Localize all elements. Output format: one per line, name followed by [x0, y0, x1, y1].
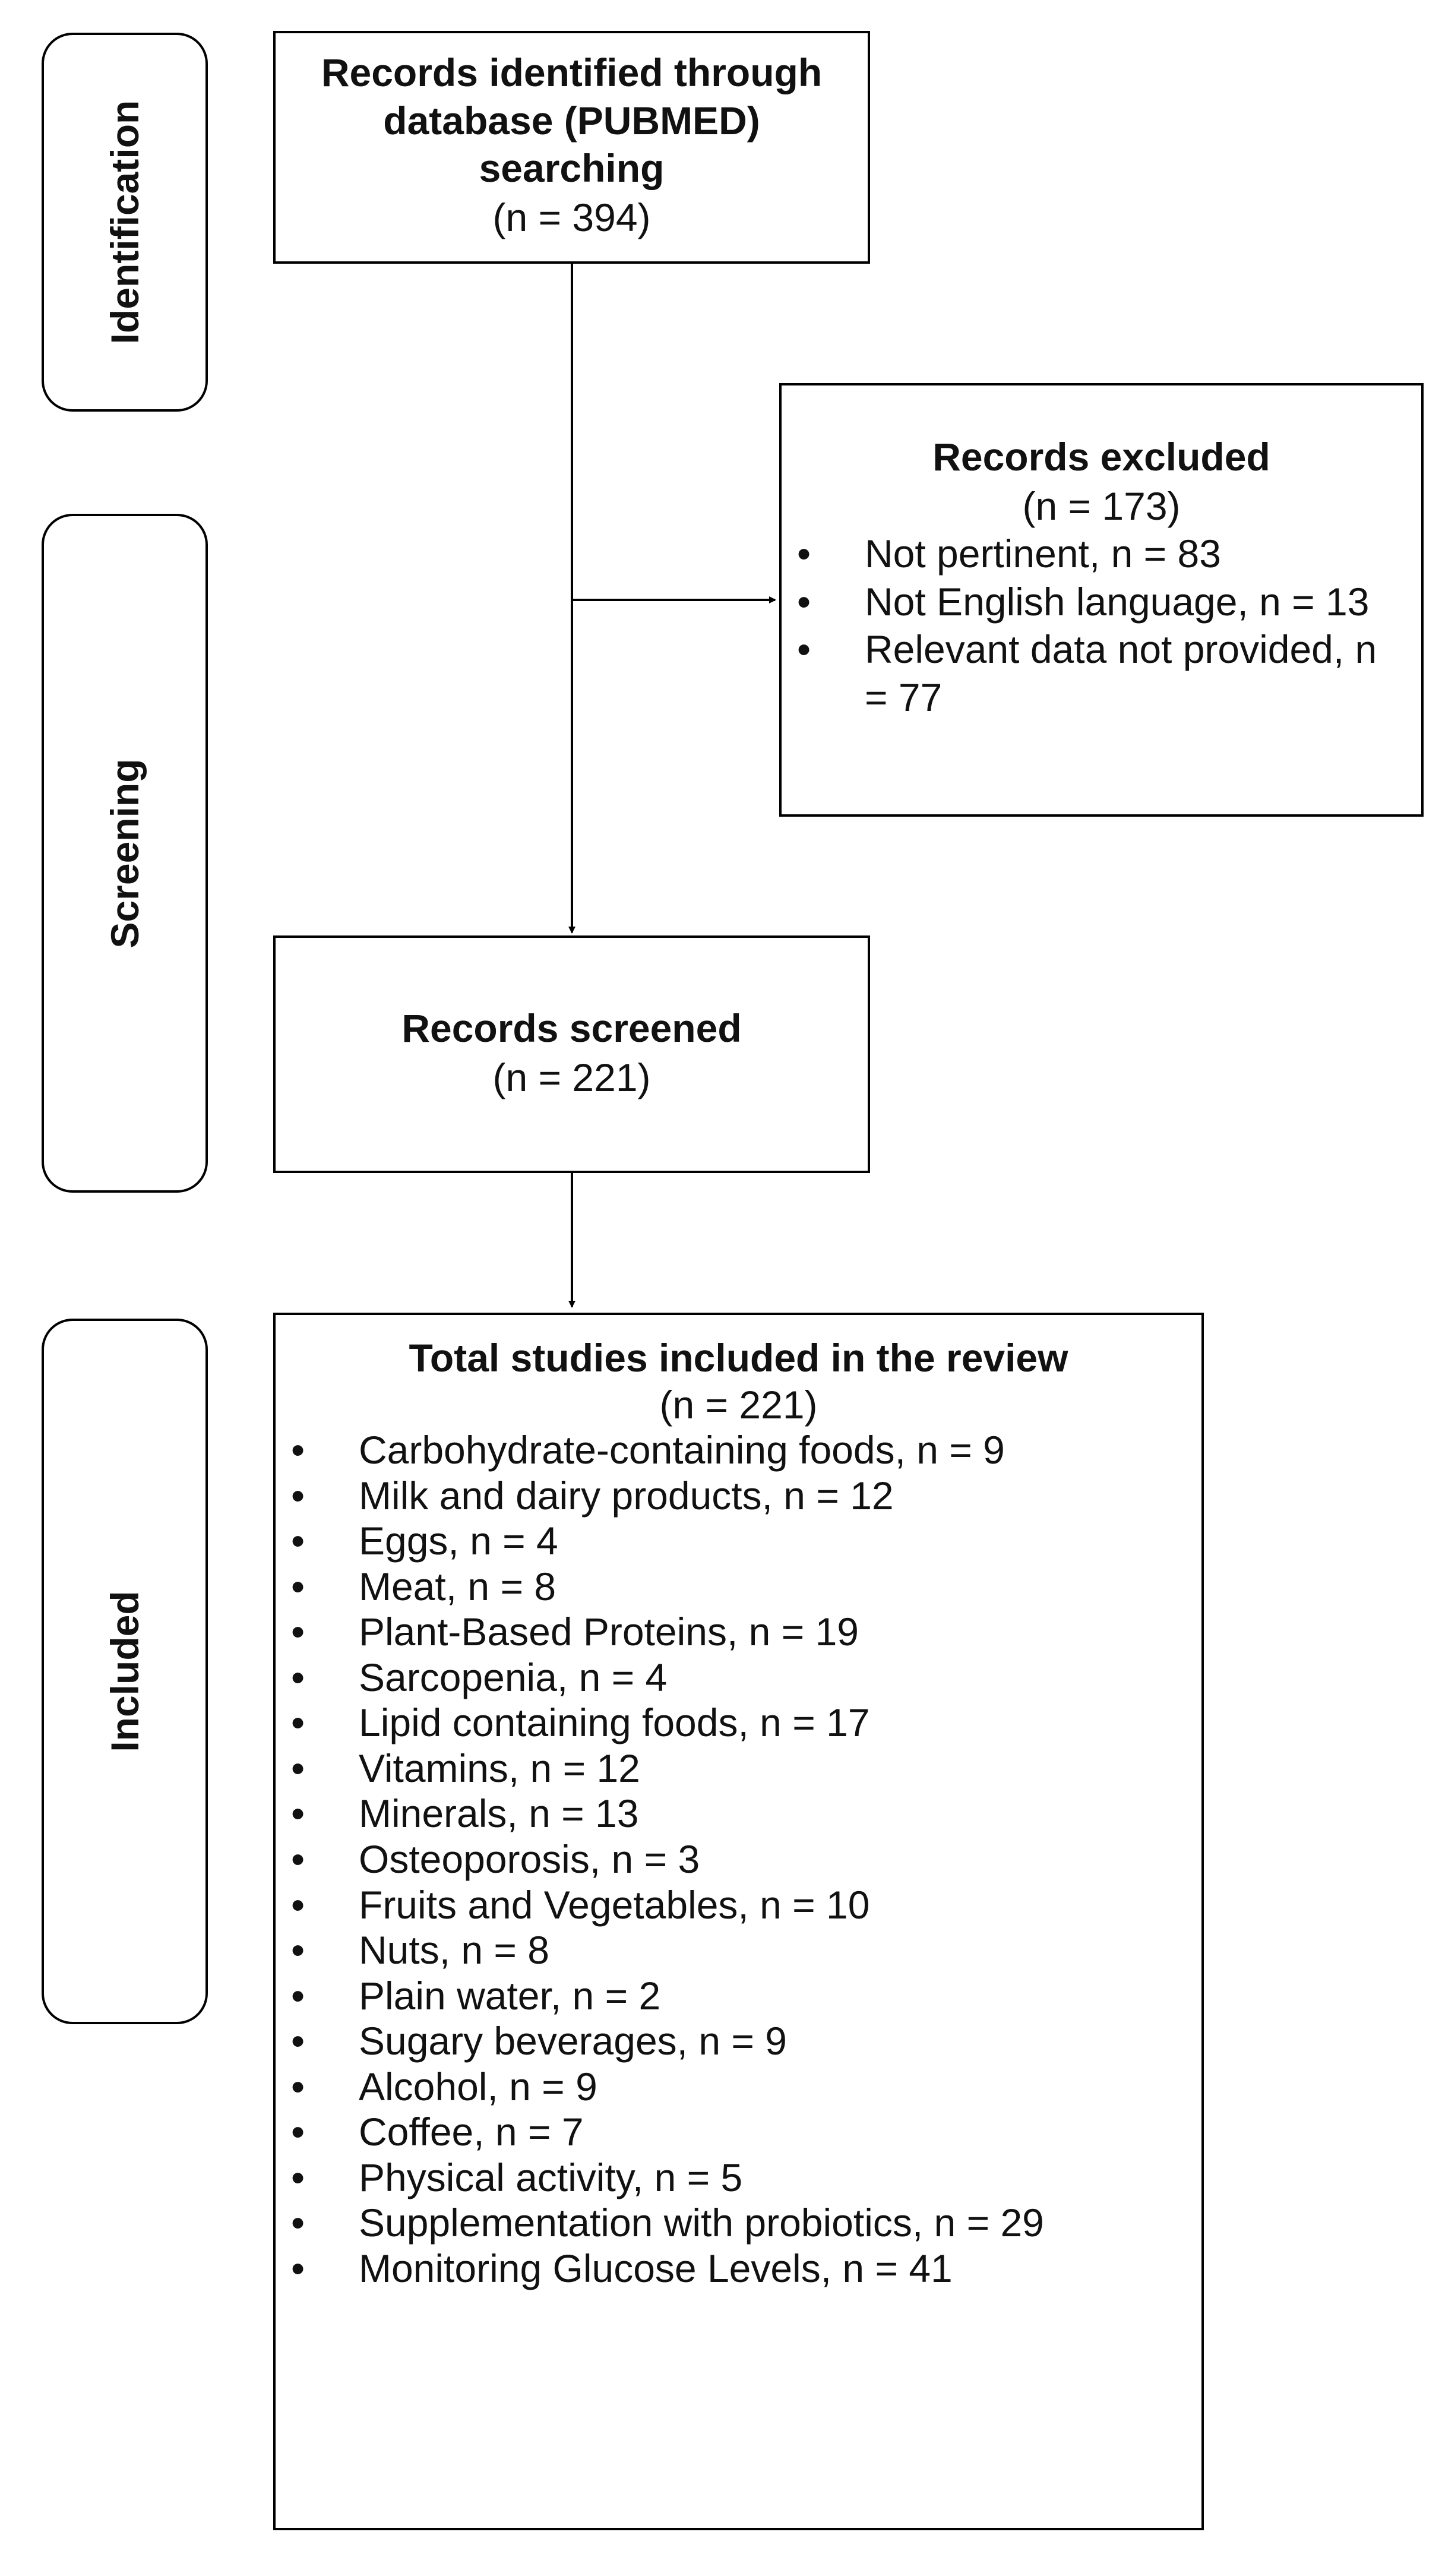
included-topic: Fruits and Vegetables, n = 10: [276, 1882, 1201, 1928]
included-topic: Eggs, n = 4: [276, 1518, 1201, 1564]
included-topic: Carbohydrate-containing foods, n = 9: [276, 1427, 1201, 1473]
studies-included-box: Total studies included in the review (n …: [273, 1313, 1204, 2530]
included-topic: Meat, n = 8: [276, 1564, 1201, 1610]
stage-identification: Identification: [42, 33, 208, 412]
included-topic: Lipid containing foods, n = 17: [276, 1700, 1201, 1746]
records-excluded-count: (n = 173): [1022, 483, 1181, 528]
studies-included-count: (n = 221): [659, 1382, 818, 1427]
records-screened-box: Records screened (n = 221): [273, 935, 870, 1173]
studies-included-title: Total studies included in the review: [409, 1336, 1068, 1380]
records-screened-count: (n = 221): [492, 1055, 651, 1099]
included-topic: Nuts, n = 8: [276, 1927, 1201, 1973]
excluded-reason: Relevant data not provided, n = 77: [782, 625, 1421, 721]
stage-screening: Screening: [42, 514, 208, 1193]
records-identified-box: Records identified through database (PUB…: [273, 31, 870, 264]
records-identified-count: (n = 394): [492, 195, 651, 239]
included-topic: Sarcopenia, n = 4: [276, 1655, 1201, 1701]
excluded-reasons-list: Not pertinent, n = 83 Not English langua…: [782, 530, 1421, 721]
included-topic: Supplementation with probiotics, n = 29: [276, 2200, 1201, 2246]
excluded-reason: Not English language, n = 13: [782, 578, 1421, 626]
included-topic: Milk and dairy products, n = 12: [276, 1473, 1201, 1519]
included-topic: Alcohol, n = 9: [276, 2064, 1201, 2110]
included-topic: Physical activity, n = 5: [276, 2155, 1201, 2201]
included-topic: Coffee, n = 7: [276, 2109, 1201, 2155]
records-identified-title-1: Records identified through: [321, 50, 823, 94]
excluded-reason: Not pertinent, n = 83: [782, 530, 1421, 578]
included-topic: Plant-Based Proteins, n = 19: [276, 1609, 1201, 1655]
stage-included: Included: [42, 1319, 208, 2024]
included-topics-list: Carbohydrate-containing foods, n = 9 Mil…: [276, 1427, 1201, 2291]
included-topic: Minerals, n = 13: [276, 1791, 1201, 1837]
included-topic: Monitoring Glucose Levels, n = 41: [276, 2246, 1201, 2291]
included-topic: Sugary beverages, n = 9: [276, 2018, 1201, 2064]
included-topic: Osteoporosis, n = 3: [276, 1837, 1201, 1882]
records-screened-title: Records screened: [401, 1006, 742, 1050]
records-excluded-box: Records excluded (n = 173) Not pertinent…: [779, 383, 1424, 817]
records-identified-title-2: database (PUBMED): [383, 98, 760, 143]
records-identified-title-3: searching: [479, 146, 665, 191]
included-topic: Vitamins, n = 12: [276, 1746, 1201, 1791]
records-excluded-title: Records excluded: [932, 435, 1270, 479]
included-topic: Plain water, n = 2: [276, 1973, 1201, 2019]
